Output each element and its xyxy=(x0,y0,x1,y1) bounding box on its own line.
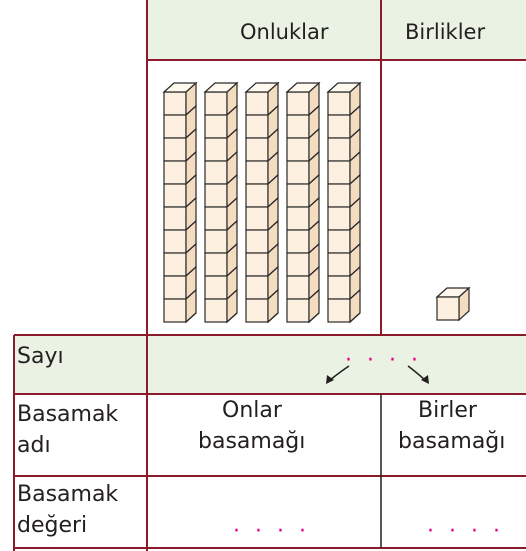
rod-cube xyxy=(163,265,197,301)
header-tens: Onluklar xyxy=(240,20,329,44)
row-label-place-name-1: Basamak xyxy=(17,402,119,427)
header-cell-tens-bg xyxy=(147,0,381,60)
place-name-tens-1: Onlar xyxy=(222,398,282,423)
rod-cube xyxy=(204,288,238,324)
rod-top xyxy=(285,82,321,93)
row-label-place-name-2: adı xyxy=(17,433,51,458)
base-ten-blocks xyxy=(162,81,471,324)
table-borders xyxy=(13,0,526,551)
rod-cube xyxy=(245,104,279,140)
rod-cube xyxy=(245,173,279,209)
rod-cube xyxy=(327,288,361,324)
rod-cube xyxy=(163,288,197,324)
rod-cube xyxy=(204,127,238,163)
unit-cube xyxy=(435,286,471,322)
row-label-number: Sayı xyxy=(17,344,64,369)
rod-cube xyxy=(286,219,320,255)
tens-rod xyxy=(162,81,198,324)
place-name-ones-2: basamağı xyxy=(398,429,506,454)
arrowhead-ones xyxy=(421,375,429,384)
rod-cube xyxy=(245,150,279,186)
blank-ones-value[interactable]: · · · · xyxy=(427,519,504,544)
blank-tens-value[interactable]: · · · · xyxy=(233,519,310,544)
rod-cube xyxy=(163,219,197,255)
tens-rod xyxy=(285,81,321,324)
rod-cube xyxy=(286,288,320,324)
row-label-place-value-1: Basamak xyxy=(17,482,119,507)
tens-rod xyxy=(203,81,239,324)
rod-cube xyxy=(204,219,238,255)
rod-cube xyxy=(286,104,320,140)
number-row-bg xyxy=(14,335,526,394)
rod-cube xyxy=(245,242,279,278)
rod-cube xyxy=(245,196,279,232)
rod-cube xyxy=(163,104,197,140)
rod-top xyxy=(326,82,362,93)
rod-top xyxy=(244,82,280,93)
rod-cube xyxy=(204,150,238,186)
place-name-ones-1: Birler xyxy=(418,398,477,423)
rod-cube xyxy=(245,288,279,324)
rod-cube xyxy=(204,104,238,140)
tens-rod xyxy=(244,81,280,324)
arrowhead-tens xyxy=(326,375,334,384)
header-cell-ones-bg xyxy=(381,0,526,60)
row-label-place-value-2: değeri xyxy=(17,513,88,538)
rod-top xyxy=(162,82,198,93)
rod-cube xyxy=(163,127,197,163)
place-name-tens-2: basamağı xyxy=(198,429,306,454)
tens-rod xyxy=(326,81,362,324)
blank-number[interactable]: · · · · xyxy=(345,348,422,373)
rod-top xyxy=(203,82,239,93)
header-ones: Birlikler xyxy=(405,20,486,44)
rod-cube xyxy=(327,81,361,117)
